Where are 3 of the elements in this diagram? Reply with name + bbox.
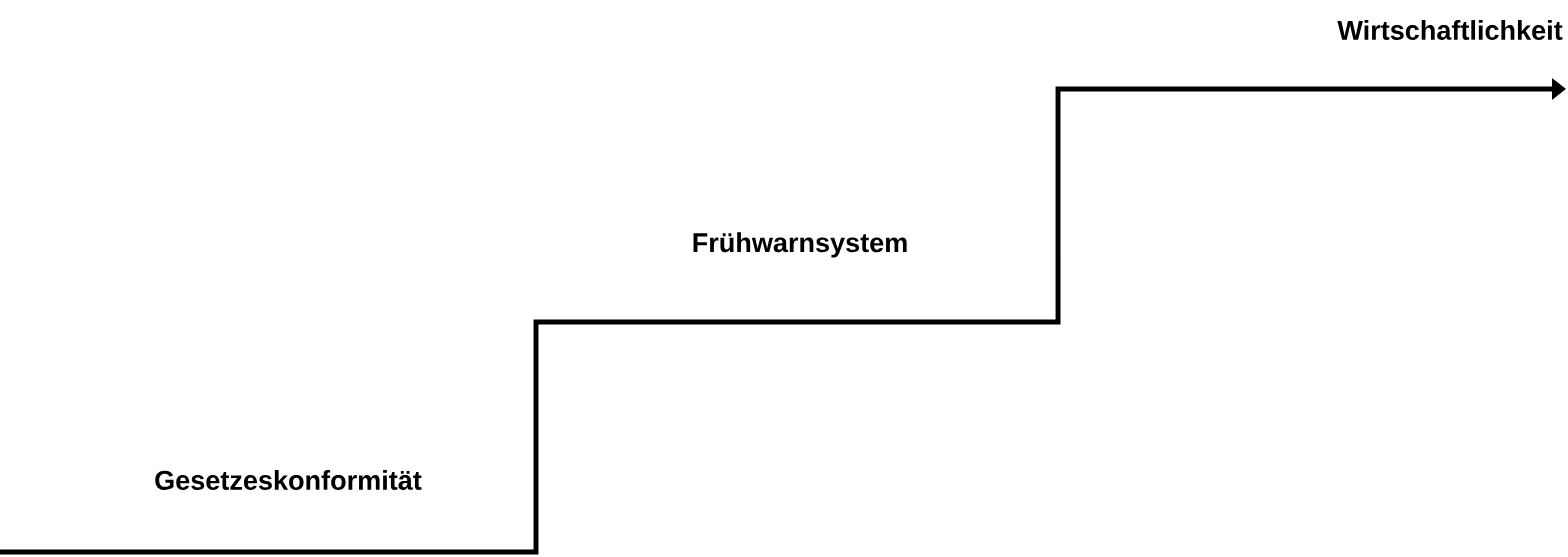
stage-label: Gesetzeskonformität bbox=[155, 470, 422, 490]
stage-label: Wirtschaftlichkeit bbox=[1337, 20, 1563, 40]
stage-label: Frühwarnsystem bbox=[693, 232, 907, 258]
